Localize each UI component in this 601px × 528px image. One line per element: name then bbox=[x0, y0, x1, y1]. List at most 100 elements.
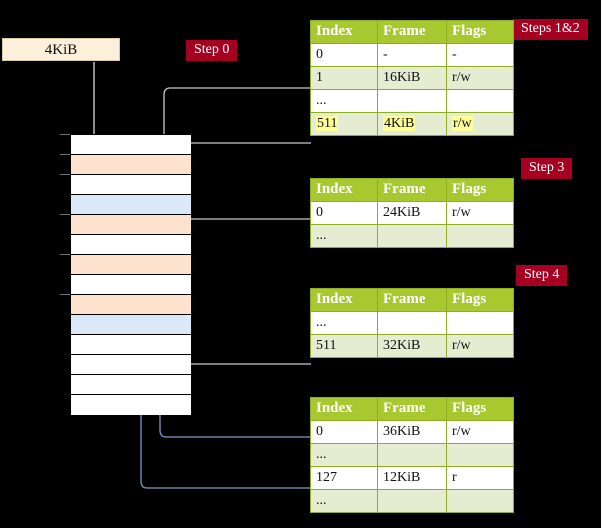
cell-index: 0 bbox=[310, 43, 378, 67]
step-badge-label: Steps 1&2 bbox=[521, 21, 580, 36]
cell-flags: r/w bbox=[446, 334, 514, 358]
cell-flags: r bbox=[446, 466, 514, 490]
column-header-flags: Flags bbox=[446, 20, 514, 44]
table-row: ... bbox=[310, 89, 514, 113]
table-row: 511 32KiB r/w bbox=[310, 334, 514, 358]
column-header-index: Index bbox=[310, 178, 378, 202]
table-body: 0 - - 1 16KiB r/w ... 511 4KiB r/w bbox=[310, 43, 514, 136]
table-head: Index Frame Flags bbox=[310, 288, 514, 312]
cell-index: ... bbox=[310, 89, 378, 113]
column-header-frame: Frame bbox=[377, 397, 447, 421]
memory-row bbox=[71, 295, 191, 315]
cell-flags bbox=[446, 443, 514, 467]
cell-frame bbox=[377, 443, 447, 467]
memory-row bbox=[71, 195, 191, 215]
memory-tick-mark bbox=[60, 134, 70, 135]
table-row: 0 - - bbox=[310, 43, 514, 67]
table-head: Index Frame Flags bbox=[310, 20, 514, 44]
cell-index: 511 bbox=[310, 334, 378, 358]
table-body: ... 511 32KiB r/w bbox=[310, 311, 514, 358]
header-row: Index Frame Flags bbox=[310, 178, 514, 202]
page-table: Index Frame Flags 0 36KiB r/w ... 127 bbox=[310, 397, 514, 513]
memory-row bbox=[71, 375, 191, 395]
table-head: Index Frame Flags bbox=[310, 178, 514, 202]
cell-flags bbox=[446, 224, 514, 248]
table-row-highlighted: 511 4KiB r/w bbox=[310, 112, 514, 136]
cell-frame: 12KiB bbox=[377, 466, 447, 490]
cell-frame-text: 4KiB bbox=[383, 115, 416, 131]
cell-index: 511 bbox=[310, 112, 378, 136]
memory-row bbox=[71, 175, 191, 195]
cell-index-text: 511 bbox=[316, 115, 339, 131]
cell-frame: 36KiB bbox=[377, 420, 447, 444]
cell-frame bbox=[377, 489, 447, 513]
memory-tick-mark bbox=[60, 174, 70, 175]
table-head: Index Frame Flags bbox=[310, 397, 514, 421]
cell-index: ... bbox=[310, 311, 378, 335]
table-row: 0 24KiB r/w bbox=[310, 201, 514, 225]
memory-row bbox=[71, 135, 191, 155]
table-body: 0 36KiB r/w ... 127 12KiB r ... bbox=[310, 420, 514, 513]
wire-t3-row511 bbox=[177, 318, 311, 365]
cell-flags bbox=[446, 89, 514, 113]
step-badge-step4: Step 4 bbox=[516, 265, 568, 286]
table-row: 1 16KiB r/w bbox=[310, 66, 514, 90]
page-table: Index Frame Flags 0 24KiB r/w ... bbox=[310, 178, 514, 248]
physical-memory-column bbox=[70, 134, 191, 415]
memory-row bbox=[71, 255, 191, 275]
memory-tick-mark bbox=[60, 154, 70, 155]
cell-index: ... bbox=[310, 489, 378, 513]
step-badge-label: Step 3 bbox=[529, 160, 565, 175]
frame-box-4kib: 4KiB bbox=[2, 38, 120, 61]
cell-frame: 32KiB bbox=[377, 334, 447, 358]
page-table: Index Frame Flags ... 511 32KiB r/w bbox=[310, 288, 514, 358]
cell-frame bbox=[377, 224, 447, 248]
cell-index: 1 bbox=[310, 66, 378, 90]
wire-t2-row0 bbox=[177, 218, 311, 266]
memory-tick-mark bbox=[60, 294, 70, 295]
step-badge-step3: Step 3 bbox=[521, 158, 573, 179]
header-row: Index Frame Flags bbox=[310, 288, 514, 312]
memory-row bbox=[71, 335, 191, 355]
cell-flags bbox=[446, 311, 514, 335]
step-badge-steps12: Steps 1&2 bbox=[513, 19, 588, 40]
table-row: ... bbox=[310, 489, 514, 513]
cell-index: ... bbox=[310, 443, 378, 467]
column-header-index: Index bbox=[310, 397, 378, 421]
column-header-frame: Frame bbox=[377, 178, 447, 202]
cell-index: 127 bbox=[310, 466, 378, 490]
cell-frame: - bbox=[377, 43, 447, 67]
cell-flags: r/w bbox=[446, 66, 514, 90]
table-row: 0 36KiB r/w bbox=[310, 420, 514, 444]
cell-flags: - bbox=[446, 43, 514, 67]
table-row: ... bbox=[310, 311, 514, 335]
cell-flags bbox=[446, 489, 514, 513]
page-table-level-3: Index Frame Flags 0 36KiB r/w ... 127 bbox=[310, 397, 514, 513]
column-header-flags: Flags bbox=[446, 397, 514, 421]
cell-frame bbox=[377, 311, 447, 335]
page-table-level-2: Index Frame Flags ... 511 32KiB r/w bbox=[310, 288, 514, 358]
table-row: ... bbox=[310, 224, 514, 248]
cell-frame: 24KiB bbox=[377, 201, 447, 225]
cell-index: 0 bbox=[310, 201, 378, 225]
header-row: Index Frame Flags bbox=[310, 397, 514, 421]
cell-flags: r/w bbox=[446, 201, 514, 225]
cell-frame: 4KiB bbox=[377, 112, 447, 136]
step-badge-label: Step 0 bbox=[194, 42, 230, 57]
table-body: 0 24KiB r/w ... bbox=[310, 201, 514, 248]
cell-flags-text: r/w bbox=[452, 115, 473, 131]
step-badge-step0: Step 0 bbox=[186, 40, 238, 61]
cell-frame bbox=[377, 89, 447, 113]
column-header-index: Index bbox=[310, 288, 378, 312]
cell-index: ... bbox=[310, 224, 378, 248]
cell-frame: 16KiB bbox=[377, 66, 447, 90]
column-header-index: Index bbox=[310, 20, 378, 44]
memory-row bbox=[71, 235, 191, 255]
column-header-flags: Flags bbox=[446, 288, 514, 312]
memory-tick-mark bbox=[60, 214, 70, 215]
cell-flags: r/w bbox=[446, 420, 514, 444]
page-table-level-0: Index Frame Flags 0 - - 1 16KiB r/w ... bbox=[310, 20, 514, 136]
column-header-frame: Frame bbox=[377, 288, 447, 312]
cell-flags: r/w bbox=[446, 112, 514, 136]
